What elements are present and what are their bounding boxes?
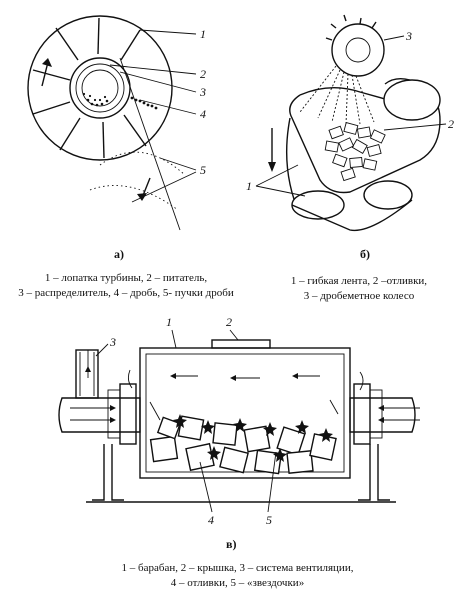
left-bearing — [107, 389, 121, 439]
fig-c-num-5: 5 — [266, 513, 272, 527]
turbine-blades — [32, 17, 147, 159]
figure-a-turbine: 1 2 3 4 5 а) — [27, 15, 206, 261]
shot-bundle-2 — [89, 185, 179, 211]
fig-c-label: в) — [226, 537, 236, 551]
fig-c-caption-line-2: 4 – отливки, 5 – «звездочки» — [170, 577, 305, 589]
fig-c-num-1: 1 — [166, 315, 172, 329]
shot-in-hub — [82, 92, 109, 107]
right-leg — [358, 444, 371, 501]
roller-top — [383, 79, 441, 121]
roller-base — [291, 199, 413, 232]
fig-b-label: б) — [360, 247, 370, 261]
belt-motion-arrowhead — [268, 162, 276, 172]
fig-b-leader-3 — [383, 35, 405, 41]
shot-bundle-1 — [99, 151, 186, 176]
feeder-ring — [75, 63, 125, 113]
fig-b-caption-line-1: 1 – гибкая лента, 2 –отливки, — [290, 275, 428, 287]
fig-a-num-3: 3 — [199, 85, 206, 99]
fig-c-num-2: 2 — [226, 315, 232, 329]
fig-c-num-4: 4 — [208, 513, 214, 527]
drum-stars — [173, 414, 333, 462]
right-bearing — [369, 389, 383, 439]
castings-pile — [324, 122, 386, 182]
fig-c-num-3: 3 — [109, 335, 116, 349]
shot-stream — [130, 96, 158, 110]
fig-a-num-2: 2 — [200, 67, 206, 81]
left-trunnion — [58, 397, 141, 433]
blast-wheel-teeth — [325, 14, 377, 41]
fig-a-caption-line-1: 1 – лопатка турбины, 2 – питатель, — [44, 272, 208, 284]
left-inflow-arrows — [70, 405, 116, 423]
shot-spray — [299, 65, 375, 125]
fig-a-num-1: 1 — [200, 27, 206, 41]
fig-c-leader-2 — [229, 329, 239, 341]
fig-b-num-2: 2 — [448, 117, 454, 131]
fig-b-num-3: 3 — [405, 29, 412, 43]
fig-a-num-5: 5 — [200, 163, 206, 177]
figure-a-leaders — [109, 29, 197, 203]
leader-line — [119, 57, 181, 231]
figure-b-belt: 1 2 3 б) — [246, 14, 454, 261]
blast-wheel-hub — [345, 37, 371, 63]
distributor-ring — [69, 57, 131, 119]
roller-right — [363, 180, 413, 210]
feeder-core — [81, 69, 119, 107]
left-flange — [119, 383, 137, 445]
rotation-mark-left — [127, 369, 133, 389]
fig-a-num-4: 4 — [200, 107, 206, 121]
fig-b-leader-1b — [255, 185, 306, 197]
fig-c-leader-3 — [95, 343, 109, 357]
turbine-outer-circle — [27, 15, 173, 161]
left-leg — [92, 444, 105, 501]
rotation-arrow-left — [41, 61, 49, 87]
fig-b-caption-line-2: 3 – дробеметное колесо — [303, 290, 415, 302]
fig-c-caption-line-1: 1 – барабан, 2 – крышка, 3 – система вен… — [121, 562, 354, 574]
belt-top-edge — [299, 87, 411, 107]
figure-c-drum: 1 2 3 4 5 в) — [58, 315, 420, 551]
fig-c-leader-5 — [267, 451, 277, 513]
drum-castings — [149, 415, 337, 475]
fig-b-leader-1a — [255, 164, 299, 187]
fig-a-label: а) — [114, 247, 124, 261]
rotation-arrowhead-left — [42, 58, 52, 67]
fig-b-leader-2 — [383, 123, 447, 131]
blast-wheel — [331, 23, 385, 77]
right-trunnion — [349, 397, 416, 433]
drum-lid — [211, 339, 271, 349]
right-inflow-arrows — [378, 405, 420, 423]
rotation-mark-right — [359, 371, 364, 391]
drum-inner-wall — [145, 353, 345, 473]
right-flange — [353, 383, 371, 445]
vent-pipe — [75, 349, 99, 399]
fig-b-num-1: 1 — [246, 179, 252, 193]
airflow-arrows — [149, 373, 339, 421]
fig-c-leader-1 — [171, 329, 177, 349]
fig-a-caption-line-2: 3 – распределитель, 4 – дробь, 5- пучки … — [18, 287, 234, 299]
fig-c-leader-4 — [199, 461, 213, 513]
